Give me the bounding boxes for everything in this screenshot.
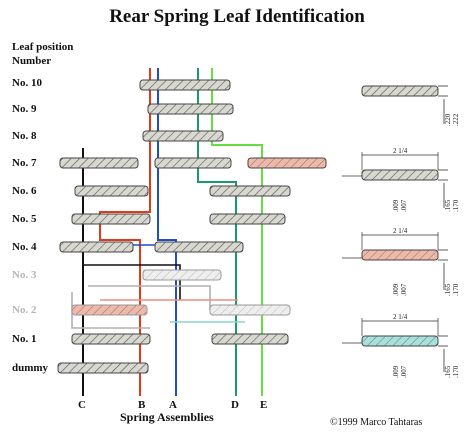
dim-thk-3a: .165 bbox=[444, 365, 452, 378]
row-label-dummy: dummy bbox=[12, 362, 49, 374]
leaf-dummy bbox=[57, 362, 149, 374]
row-label-no10: No. 10 bbox=[12, 77, 42, 89]
dim-n1b: .007 bbox=[400, 199, 408, 212]
connector-lines bbox=[71, 244, 245, 329]
row-label-no7: No. 7 bbox=[12, 157, 37, 169]
column-b-line bbox=[99, 68, 151, 396]
leaf-no7 bbox=[59, 157, 327, 169]
dim-top-thk-2: .222 bbox=[452, 113, 460, 126]
row-label-no8: No. 8 bbox=[12, 130, 37, 142]
leaf-no1 bbox=[71, 333, 289, 345]
spring-assemblies-caption: Spring Assemblies bbox=[120, 410, 214, 424]
row-label-no5: No. 5 bbox=[12, 213, 37, 225]
row-label-no6: No. 6 bbox=[12, 185, 37, 197]
profile-leaf-2: 2 1/4 .165 .170 .009 .007 bbox=[342, 227, 460, 296]
row-label-no3: No. 3 bbox=[12, 269, 37, 281]
leaf-no8 bbox=[142, 130, 224, 142]
dim-width-2: 2 1/4 bbox=[393, 227, 408, 235]
dim-n1a: .009 bbox=[392, 199, 400, 212]
dim-width-3: 2 1/4 bbox=[393, 313, 408, 321]
number-header: Number bbox=[12, 55, 52, 67]
leaf-no10 bbox=[139, 79, 231, 91]
leaf-no9 bbox=[147, 103, 234, 115]
leaf-no2 bbox=[71, 304, 291, 316]
leaf-no3 bbox=[142, 269, 222, 281]
column-a-line bbox=[157, 68, 177, 396]
dim-n2a: .009 bbox=[392, 283, 400, 296]
column-d-line bbox=[197, 68, 237, 396]
leaf-no6 bbox=[74, 185, 291, 197]
dim-thk-2a: .165 bbox=[444, 283, 452, 296]
dim-thk-1b: .170 bbox=[452, 199, 460, 212]
leaf-position-header: Leaf position bbox=[12, 41, 74, 53]
row-label-no2: No. 2 bbox=[12, 304, 37, 316]
dim-n3a: .009 bbox=[392, 365, 400, 378]
dim-width-1: 2 1/4 bbox=[393, 147, 408, 155]
dim-thk-1a: .165 bbox=[444, 199, 452, 212]
profile-leaf-3: 2 1/4 .165 .170 .009 .007 bbox=[342, 313, 460, 378]
row-label-no4: No. 4 bbox=[12, 241, 37, 253]
leaf-no5 bbox=[71, 213, 286, 225]
column-label-a: A bbox=[169, 399, 177, 411]
column-label-c: C bbox=[78, 399, 86, 411]
profile-top-leaf: .220 .222 bbox=[361, 85, 460, 126]
copyright-notice: ©1999 Marco Tahtaras bbox=[330, 417, 423, 428]
dim-n3b: .007 bbox=[400, 365, 408, 378]
column-label-d: D bbox=[231, 399, 239, 411]
column-label-e: E bbox=[260, 399, 268, 411]
dim-thk-2b: .170 bbox=[452, 283, 460, 296]
dim-thk-3b: .170 bbox=[452, 365, 460, 378]
row-label-no9: No. 9 bbox=[12, 103, 37, 115]
column-label-b: B bbox=[138, 399, 146, 411]
dim-n2b: .007 bbox=[400, 283, 408, 296]
leaf-no4 bbox=[59, 241, 244, 253]
page-title: Rear Spring Leaf Identification bbox=[109, 6, 365, 27]
profile-leaf-1: 2 1/4 .165 .170 .009 .007 bbox=[342, 147, 460, 212]
dim-top-thk-1: .220 bbox=[444, 113, 452, 126]
row-label-no1: No. 1 bbox=[12, 333, 37, 345]
